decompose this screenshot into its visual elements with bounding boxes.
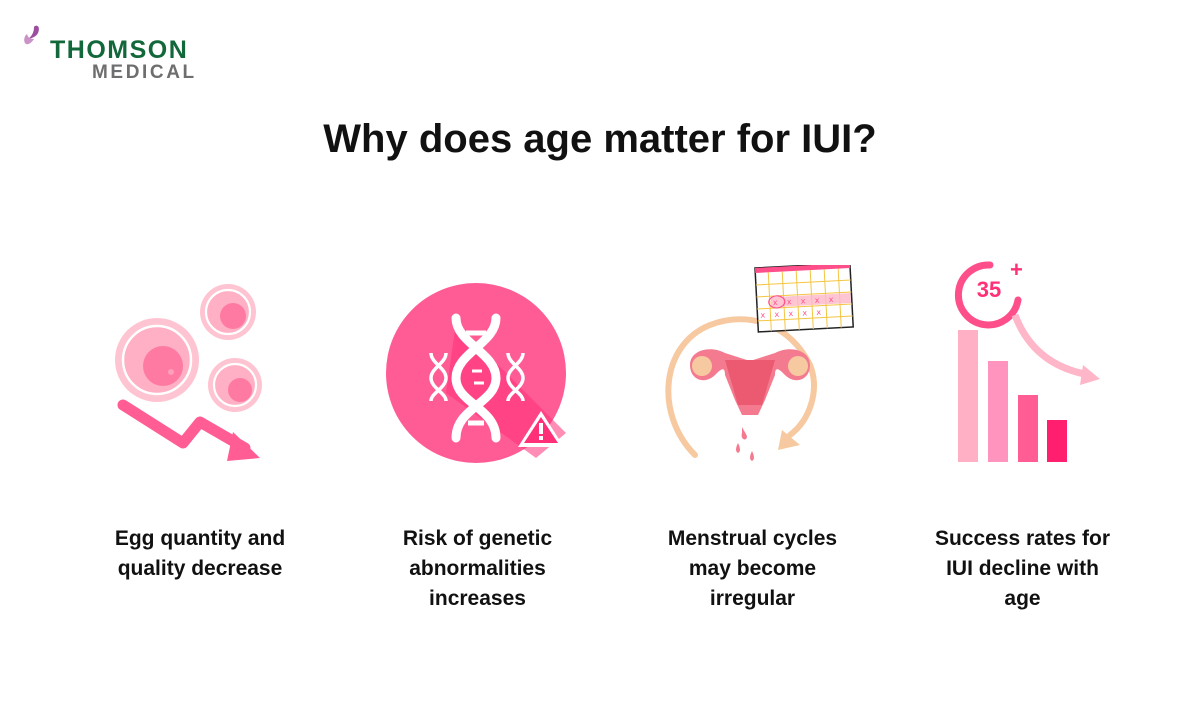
svg-text:x: x: [787, 297, 792, 306]
svg-text:x: x: [760, 311, 765, 320]
svg-text:x: x: [802, 308, 807, 317]
butterfly-logo-icon: [24, 25, 39, 45]
svg-text:x: x: [816, 308, 821, 317]
svg-text:35: 35: [977, 277, 1001, 302]
svg-text:+: +: [1010, 257, 1023, 282]
egg-cells-decline-icon: [115, 284, 262, 461]
label-success-rates: Success rates for IUI decline with age: [934, 527, 1111, 610]
logo-brand-text: THOMSON: [50, 36, 189, 64]
dna-warning-icon: [386, 283, 566, 463]
svg-text:x: x: [774, 310, 779, 319]
label-genetic-risk: Risk of genetic abnormalities increases: [402, 527, 553, 610]
svg-text:x: x: [801, 296, 806, 305]
age-35-declining-bars-icon: 35 +: [954, 257, 1100, 462]
svg-text:x: x: [788, 309, 793, 318]
thomson-medical-logo: THOMSON MEDICAL: [22, 24, 222, 84]
label-menstrual-cycles: Menstrual cycles may become irregular: [667, 527, 838, 610]
svg-text:x: x: [829, 295, 834, 304]
svg-text:x: x: [773, 298, 778, 307]
svg-text:x: x: [815, 296, 820, 305]
page-title: Why does age matter for IUI?: [323, 117, 877, 161]
logo-sub-text: MEDICAL: [92, 62, 197, 83]
label-egg-quality: Egg quantity and quality decrease: [114, 527, 286, 580]
